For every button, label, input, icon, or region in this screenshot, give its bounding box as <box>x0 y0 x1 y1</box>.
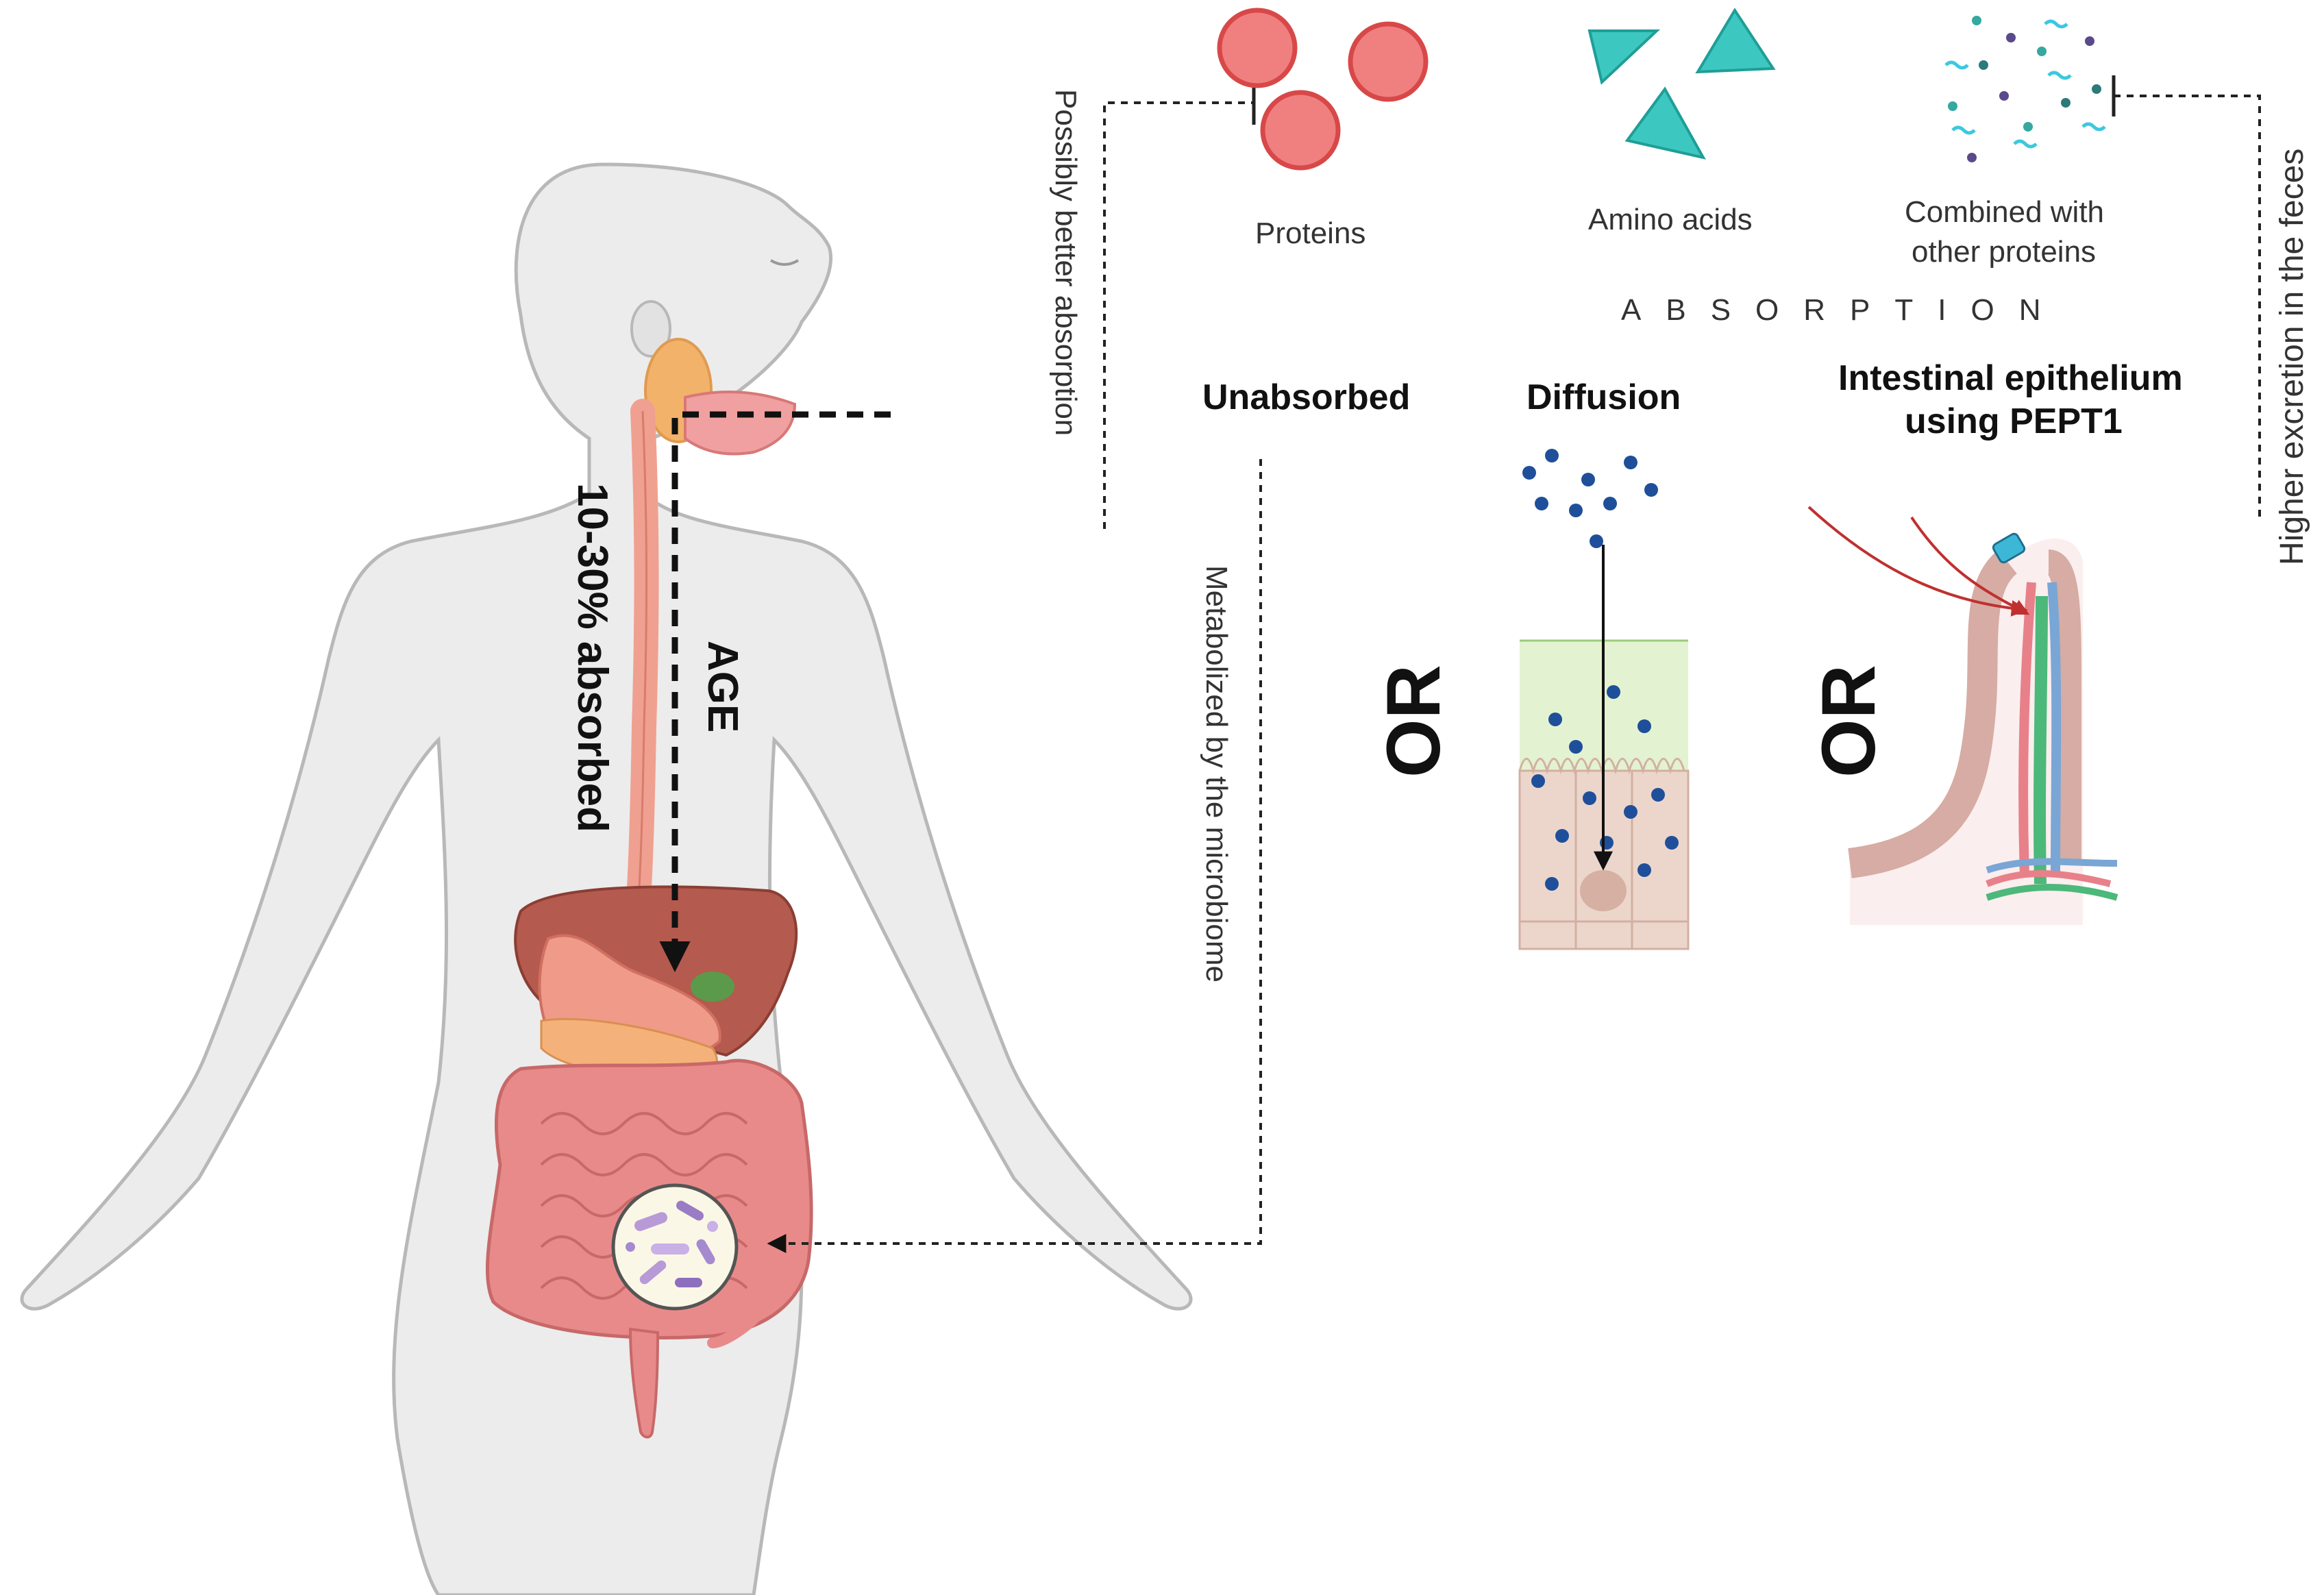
gallbladder <box>691 972 734 1002</box>
label-combined-line1: Combined with <box>1905 195 2105 229</box>
pept1-villus-illustration <box>1807 506 2118 925</box>
oral-cavity <box>684 391 797 456</box>
label-or-left: OR <box>1372 665 1456 778</box>
label-unabsorbed: Unabsorbed <box>1202 378 1411 417</box>
label-absorbed-pct: 10-30% absorbed <box>569 483 616 832</box>
amino-acid-icons <box>1587 8 1776 160</box>
label-proteins: Proteins <box>1255 217 1366 250</box>
microbiome-dashed-arrow <box>767 459 1262 1253</box>
diffusion-illustration <box>1518 449 1690 950</box>
rectum <box>628 1327 660 1439</box>
label-or-right: OR <box>1807 665 1891 778</box>
eye <box>769 259 800 266</box>
label-microbiome: Metabolized by the microbiome <box>1200 565 1233 982</box>
esophagus-outline <box>636 410 648 919</box>
appendix <box>707 1283 780 1348</box>
label-excretion: Higher excretion in the feces <box>2274 148 2310 565</box>
microbiome-inset <box>611 1183 739 1311</box>
label-amino-acids: Amino acids <box>1588 203 1753 236</box>
excretion-bracket <box>2114 95 2261 522</box>
label-epithelium-line2: using PEPT1 <box>1905 401 2123 441</box>
mouth-region <box>644 338 797 456</box>
label-better-absorption: Possibly better absorption <box>1049 89 1083 436</box>
label-age: AGE <box>699 641 746 733</box>
protein-icons <box>1217 8 1429 171</box>
age-dashed-arrow <box>659 411 891 972</box>
label-combined-line2: other proteins <box>1912 235 2097 269</box>
body-silhouette <box>20 162 1193 1595</box>
human-body <box>20 162 1193 1595</box>
ear <box>630 300 671 358</box>
label-diffusion: Diffusion <box>1526 378 1681 417</box>
label-epithelium-line1: Intestinal epithelium <box>1838 358 2183 398</box>
label-absorption: ABSORPTION <box>1621 293 2066 327</box>
combined-protein-icons <box>1944 16 2106 162</box>
better-absorption-bracket <box>1103 101 1254 529</box>
